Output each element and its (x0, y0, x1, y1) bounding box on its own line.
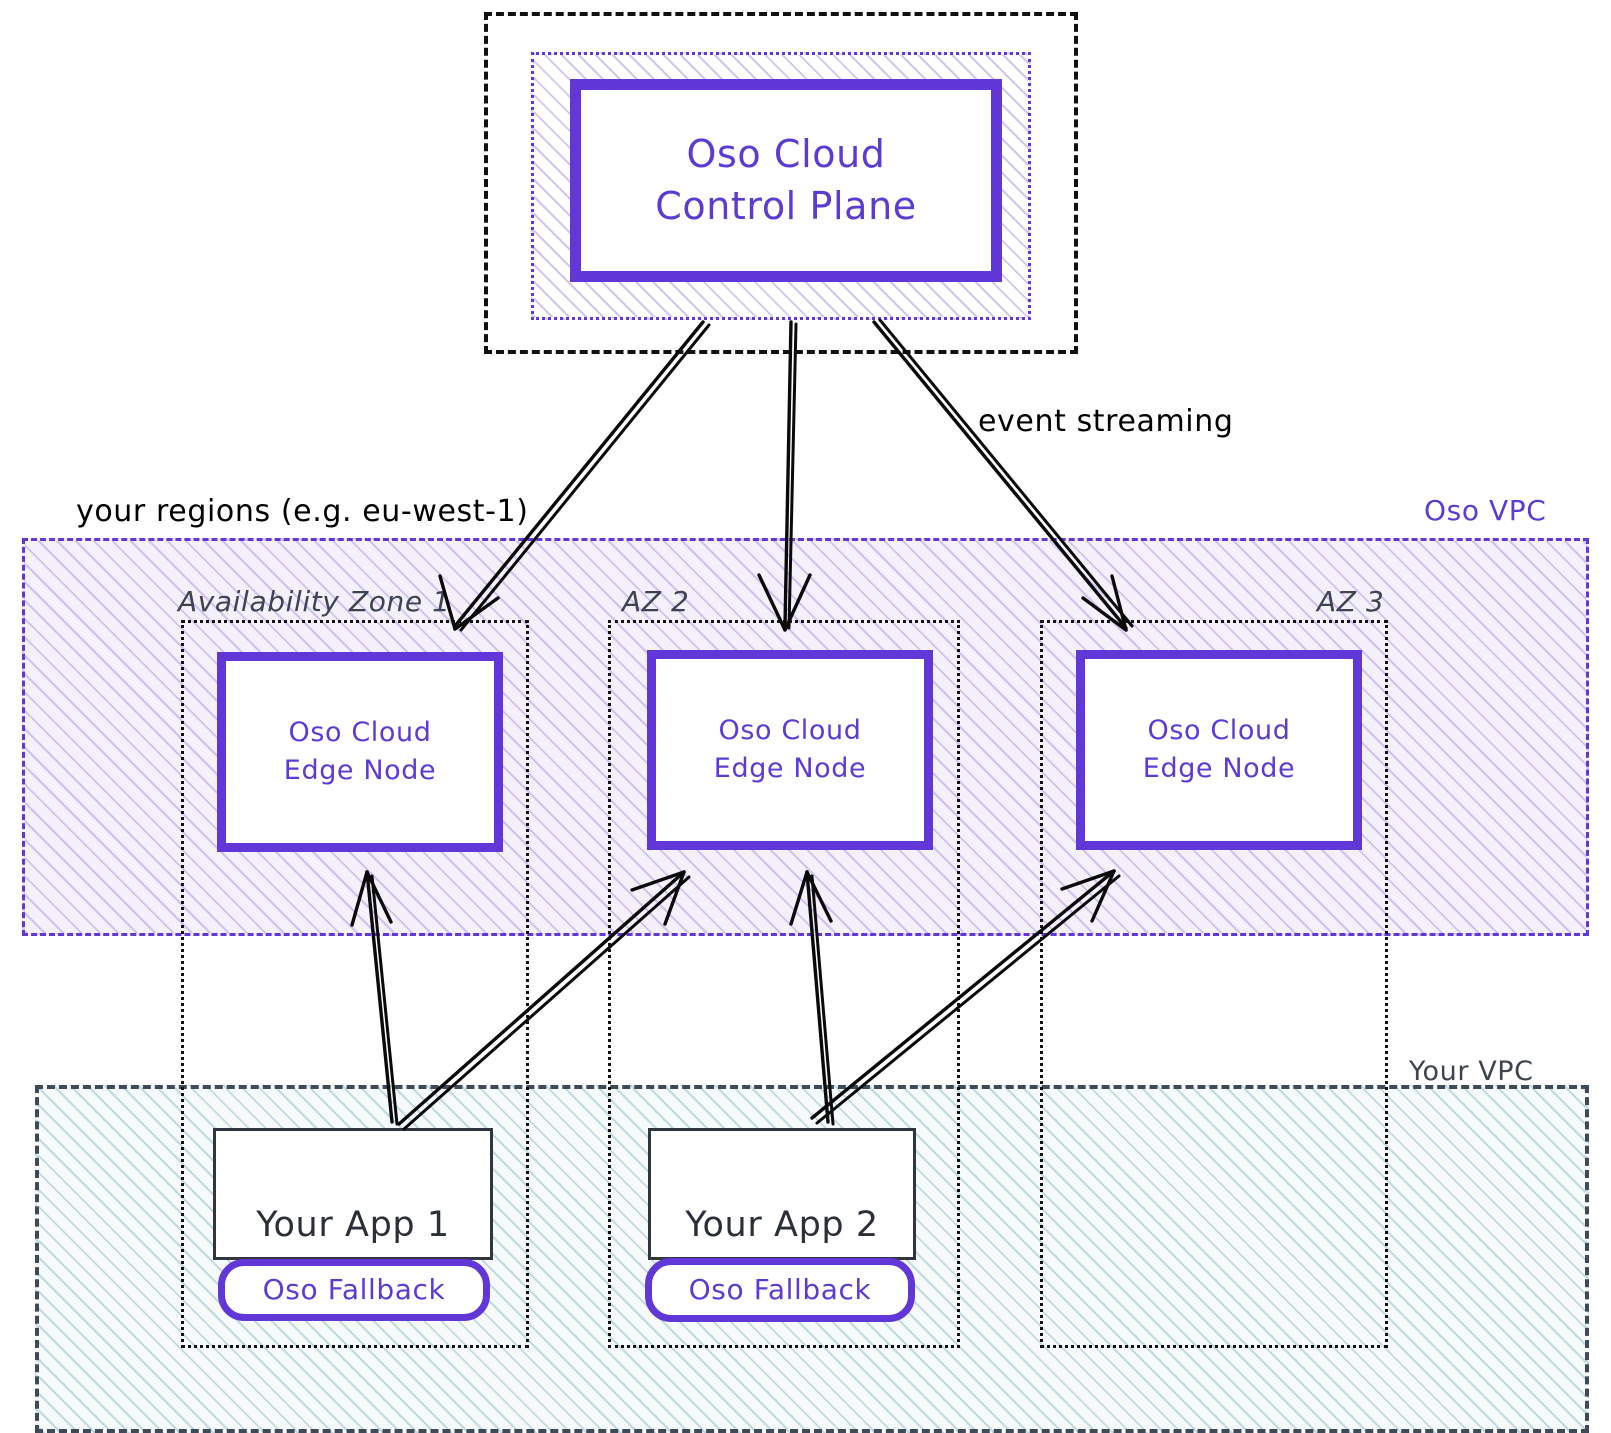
edge-node-2-line-1: Oso Cloud (718, 714, 862, 746)
your-app-2-title: Your App 2 (685, 1205, 879, 1246)
your-app-1-box[interactable]: Your App 1 (213, 1128, 493, 1260)
oso-fallback-app-2[interactable]: Oso Fallback (645, 1258, 915, 1322)
edge-node-1-line-2: Edge Node (283, 755, 437, 786)
oso-vpc-label: Oso VPC (1424, 494, 1547, 527)
az-label-2: AZ 2 (622, 585, 690, 618)
edge-node-3-line-2: Edge Node (1142, 753, 1296, 784)
control-plane-line-2: Control Plane (655, 183, 917, 228)
az-label-3: AZ 3 (1317, 585, 1385, 618)
your-regions-label: your regions (e.g. eu-west-1) (76, 494, 529, 529)
oso-cloud-boundary (484, 12, 1078, 354)
edge-node-3-line-1: Oso Cloud (1147, 714, 1291, 746)
oso-fallback-app-1[interactable]: Oso Fallback (218, 1259, 490, 1321)
control-plane-line-1: Oso Cloud (686, 132, 886, 177)
your-app-2-box[interactable]: Your App 2 (648, 1128, 916, 1260)
your-vpc-label: Your VPC (1409, 1056, 1534, 1087)
your-app-1-title: Your App 1 (256, 1205, 450, 1246)
edge-node-1-line-1: Oso Cloud (288, 716, 432, 748)
az-label-1: Availability Zone 1 (178, 585, 451, 618)
edge-node-2-line-2: Edge Node (713, 753, 867, 784)
event-streaming-label: event streaming (978, 404, 1234, 439)
